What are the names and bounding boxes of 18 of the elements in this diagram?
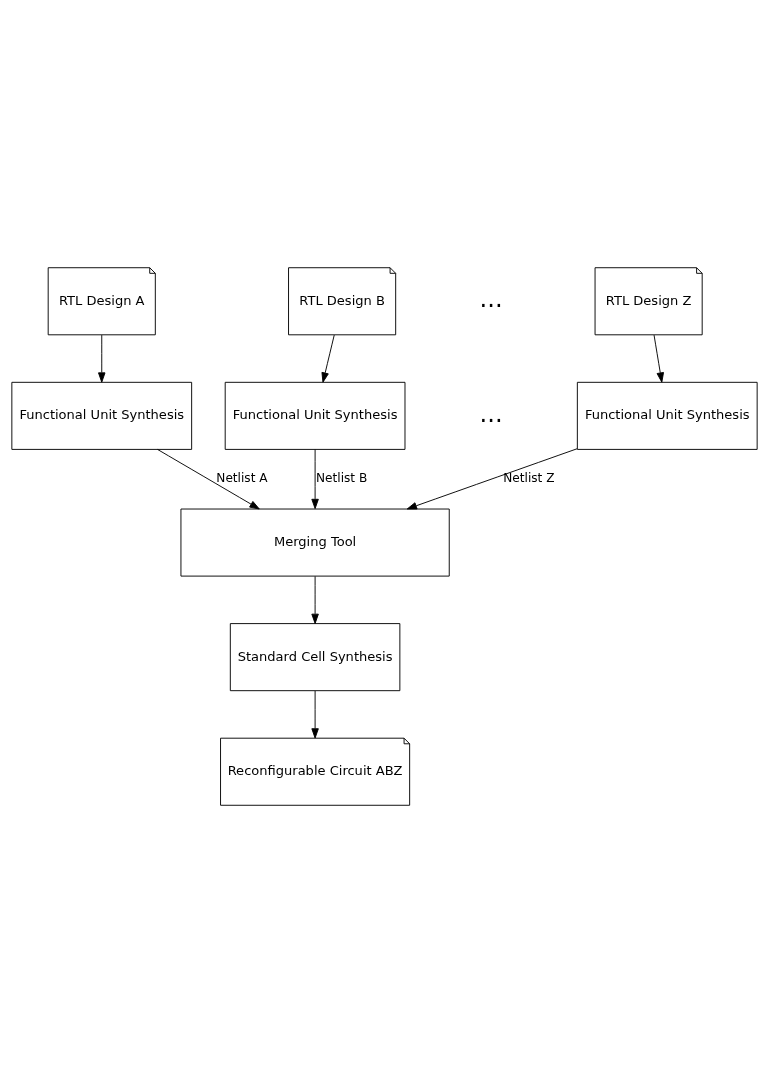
node-box: Functional Unit Synthesis: [224, 381, 406, 450]
arrow: [321, 334, 335, 383]
arrow: [98, 334, 106, 383]
edge-label: Netlist B: [316, 470, 368, 485]
node-box: Standard Cell Synthesis: [229, 622, 401, 691]
node-box: Merging Tool: [180, 508, 450, 577]
arrow: [311, 690, 319, 738]
node-box: Functional Unit Synthesis: [11, 381, 193, 450]
arrow: [406, 447, 578, 509]
node-box: Functional Unit Synthesis: [576, 381, 758, 450]
edge-label: Netlist A: [216, 470, 268, 485]
label: ...: [479, 284, 503, 313]
arrow: [311, 448, 319, 509]
arrow: [311, 575, 319, 624]
arrow: [157, 448, 260, 509]
arrow: [653, 334, 664, 383]
label: ...: [479, 399, 503, 428]
edge-label: Netlist Z: [503, 470, 555, 485]
